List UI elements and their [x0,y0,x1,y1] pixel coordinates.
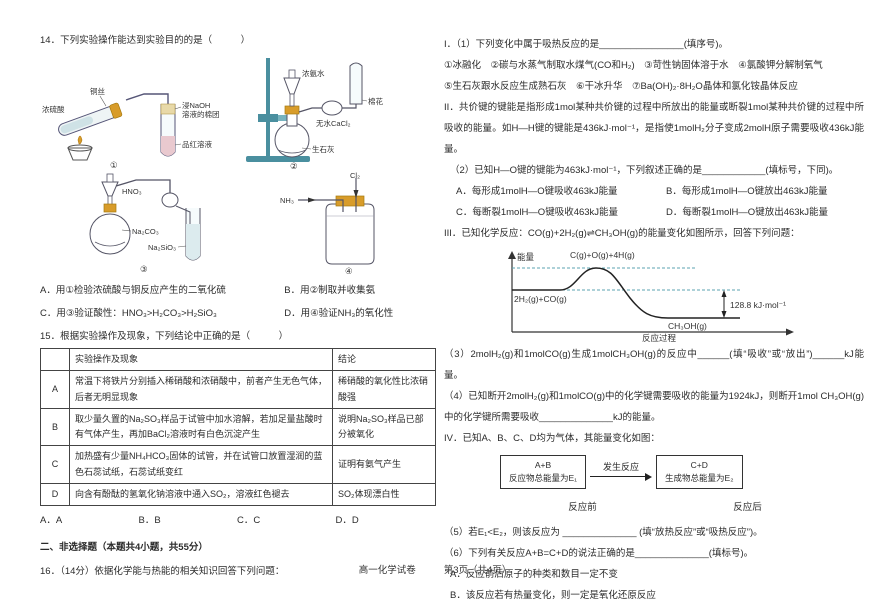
fig1-wire-label: 铜丝 [90,86,105,96]
fig2-drying-label: 无水CaCl₂ [316,118,351,128]
reactants-line2: 反应物总能量为E₁ [509,472,578,483]
part3-text: III．已知化学反应：CO(g)+2H₂(g)⇌CH₃OH(g)的能量变化如图所… [444,228,800,239]
table-row: D 向含有酚酞的氢氧化钠溶液中通入SO₂，溶液红色褪去 SO₂体现漂白性 [40,483,436,507]
reaction-arrow-label: 发生反应 [603,462,640,473]
part1-q1: I．（1）下列变化中属于吸热反应的是________________(填序号)。 [444,39,729,50]
table-row: A 常温下将铁片分别插入稀硝酸和浓硝酸中，前者产生无色气体，后者无明显现象 稀硝… [40,370,436,409]
q15-answer-d: D．D [335,515,359,527]
apparatus-4: Cl₂ NH₃ ④ [280,172,375,276]
energy-delta-label: 128.8 kJ·mol⁻¹ [730,300,786,310]
footer-exam-name: 高一化学试卷 [358,565,416,576]
q16-title: 16．（14分）依据化学能与热能的相关知识回答下列问题： [40,565,285,577]
q14-option-a: A．用①检验浓硫酸与铜反应产生的二氧化硫 [40,285,226,297]
part4-q5: （5）若E₁<E₂，则该反应为 ______________ (填“放热反应”或… [444,526,763,538]
energy-x-label: 反应过程 [642,333,677,342]
q2-option-d: D．每断裂1molH—O键放出463kJ能量 [666,207,829,218]
header-operation-cell: 实验操作及现象 [69,347,333,372]
apparatus-1: 铜丝 浓硫酸 浸NaOH 溶液的棉团 品红溶液 ① [42,86,220,170]
fig1-solution-label: 品红溶液 [182,139,212,149]
fig1-acid-label: 浓硫酸 [42,104,65,114]
q6-option-a: A．反应前后原子的种类和数目一定不变 [450,568,618,580]
q14-figure-row1: 铜丝 浓硫酸 浸NaOH 溶液的棉团 品红溶液 ① [42,58,383,170]
reaction-arrow: 发生反应 [590,462,653,482]
header-blank-cell [40,347,70,372]
row-b-label: B [40,407,70,447]
q6-option-b: B．该反应若有热量变化，则一定是氧化还原反应 [450,589,656,601]
fig3-acid-label: HNO₃ [122,187,142,196]
products-box: C+D 生成物总能量为E₂ [656,455,743,489]
apparatus-2: 浓氨水 无水CaCl₂ 棉花 生石灰 ② [246,58,383,170]
apparatus-3: HNO₃ Na₂CO₃ Na₂SiO₃ ③ [89,173,201,274]
energy-end-label: CH₃OH(g) [668,321,707,331]
left-column: 14．下列实验操作能达到实验目的的是（ ） [40,34,436,579]
row-b-conclusion: 说明Na₂SO₃样品已部分被氧化 [332,407,436,447]
fig1-cotton-label2: 溶液的棉团 [182,109,220,119]
row-d-label: D [40,483,70,507]
q2-option-b: B．每形成1molH—O键放出463kJ能量 [666,186,828,197]
row-c-operation: 加热盛有少量NH₄HCO₃固体的试管，并在试管口放置湿润的蓝色石蕊试纸，石蕊试纸… [69,445,333,485]
q2-option-c: C．每断裂1molH—O键吸收463kJ能量 [456,207,619,218]
fig3-number: ③ [140,264,148,274]
part3-q3: （3）2molH₂(g)和1molCO(g)生成1molCH₃OH(g)的反应中… [444,349,864,381]
energy-y-label: 能量 [517,252,535,262]
energy-peak-label: C(g)+O(g)+4H(g) [570,250,635,260]
fig4-cl2-label: Cl₂ [350,172,360,180]
fig1-number: ① [110,160,118,170]
row-c-label: C [40,445,70,485]
q14-figure-row2: HNO₃ Na₂CO₃ Na₂SiO₃ ③ [89,172,375,276]
q15-answer-a: A．A [40,515,63,527]
row-b-operation: 取少量久置的Na₂SO₃样品于试管中加水溶解，若加足量盐酸时有气体产生，再加Ba… [69,407,333,447]
q15-title: 15．根据实验操作及现象，下列结论中正确的是（ ） [40,330,289,342]
products-line2: 生成物总能量为E₂ [665,472,734,483]
q15-answer-c: C．C [237,515,261,527]
row-a-operation: 常温下将铁片分别插入稀硝酸和浓硝酸中，前者产生无色气体，后者无明显现象 [69,370,333,409]
section2-title: 二、非选择题（本题共4小题，共55分） [40,541,208,553]
right-column: I．（1）下列变化中属于吸热反应的是________________(填序号)。… [444,34,864,606]
products-line1: C+D [690,460,708,470]
page-footer: 高一化学试卷 第3页（共4页） [0,562,870,576]
table-row: B 取少量久置的Na₂SO₃样品于试管中加水溶解，若加足量盐酸时有气体产生，再加… [40,407,436,447]
q15-answer-b: B．B [138,515,161,527]
row-a-label: A [40,370,70,409]
q15-table: 实验操作及现象 结论 A 常温下将铁片分别插入稀硝酸和浓硝酸中，前者产生无色气体… [40,347,436,507]
energy-diagram: 能量 C(g)+O(g)+4H(g) 2H₂(g)+CO(g) 128.8 kJ… [508,250,794,342]
fig3-tube-label: Na₂SiO₃ [148,243,176,252]
fig2-number: ② [290,161,298,170]
footer-page-number: 第3页（共4页） [443,565,512,576]
q2-option-a: A．每形成1molH—O键吸收463kJ能量 [456,186,618,197]
part2-text: II．共价键的键能是指形成1mol某种共价键的过程中所放出的能量或断裂1mol某… [444,102,864,155]
row-d-conclusion: SO₂体现漂白性 [332,483,436,507]
table-row: C 加热盛有少量NH₄HCO₃固体的试管，并在试管口放置湿润的蓝色石蕊试纸，石蕊… [40,445,436,485]
fig4-nh3-label: NH₃ [280,196,294,205]
part2-q2: （2）已知H—O键的键能为463kJ·mol⁻¹，下列叙述正确的是_______… [450,165,839,176]
q14-option-d: D．用④验证NH₃的氧化性 [284,307,394,319]
part1-options-line2: ⑤生石灰跟水反应生成熟石灰 ⑥干冰升华 ⑦Ba(OH)₂·8H₂O晶体和氯化铵晶… [444,81,798,92]
q14-option-b: B．用②制取并收集氨 [284,285,376,297]
part1-options-line1: ①冰融化 ②碳与水蒸气制取水煤气(CO和H₂) ③苛性钠固体溶于水 ④氯酸钾分解… [444,60,823,71]
q14-option-c: C．用③验证酸性：HNO₃>H₂CO₃>H₂SiO₃ [40,307,217,319]
header-conclusion-cell: 结论 [332,347,436,372]
fig1-cotton-label1: 浸NaOH [182,101,210,110]
row-d-operation: 向含有酚酞的氢氧化钠溶液中通入SO₂，溶液红色褪去 [69,483,333,507]
reactants-line1: A+B [534,460,552,470]
reactants-box: A+B 反应物总能量为E₁ [500,455,587,489]
fig2-cotton-label: 棉花 [368,96,383,106]
part3-q4: （4）已知断开2molH₂(g)和1molCO(g)中的化学键需要吸收的能量为1… [444,391,864,423]
before-reaction-caption: 反应前 [568,501,597,513]
reaction-box-diagram: A+B 反应物总能量为E₁ 发生反应 C+D 生成物总能量为E₂ 反应前 反应后 [500,455,830,518]
energy-start-label: 2H₂(g)+CO(g) [514,294,567,304]
fig3-flask-label: Na₂CO₃ [132,227,159,236]
table-header-row: 实验操作及现象 结论 [40,347,436,372]
fig4-number: ④ [345,266,353,276]
right-arrow-icon [590,473,653,482]
row-a-conclusion: 稀硝酸的氧化性比浓硝酸强 [332,370,436,409]
row-c-conclusion: 证明有氨气产生 [332,445,436,485]
part4-q6: （6）下列有关反应A+B=C+D的说法正确的是______________(填标… [444,547,754,559]
fig2-lime-label: 生石灰 [312,144,335,154]
after-reaction-caption: 反应后 [733,501,762,513]
q14-title: 14．下列实验操作能达到实验目的的是（ ） [40,35,251,46]
fig2-ammonia-label: 浓氨水 [302,68,325,78]
part4-text: IV．已知A、B、C、D均为气体，其能量变化如图： [444,433,660,444]
